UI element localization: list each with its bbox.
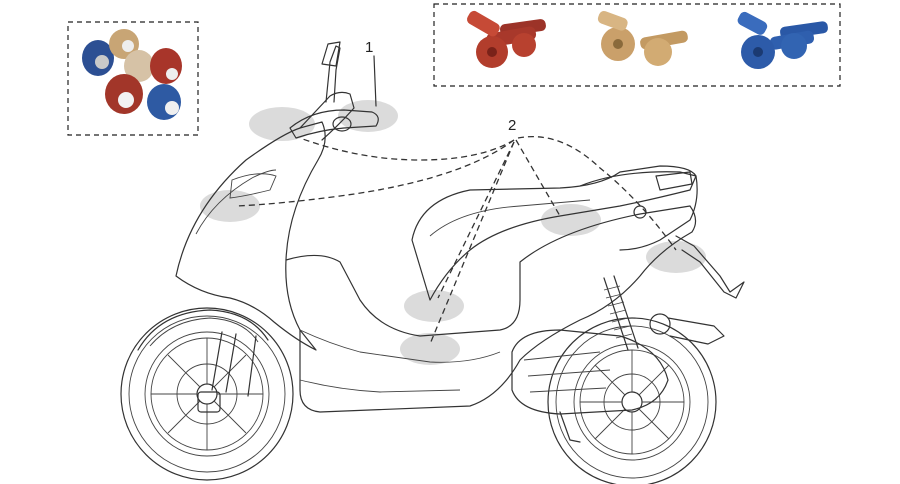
spot-handlebar-left xyxy=(249,107,315,141)
front-body xyxy=(175,121,326,351)
gold-screws-photo xyxy=(597,10,688,66)
brake-caliper xyxy=(197,391,221,413)
handlebar-grip-end xyxy=(332,116,352,132)
scooter-drawing xyxy=(120,41,745,484)
spot-handlebar-right xyxy=(338,100,398,132)
leader-2-front-panel xyxy=(235,139,515,207)
spot-floorboard-lower xyxy=(400,333,460,365)
callout-2-label: 2 xyxy=(508,117,516,134)
leader-2-rear xyxy=(517,135,677,251)
rear-body xyxy=(579,171,698,251)
license-bracket xyxy=(675,235,745,299)
rear-shock xyxy=(603,275,639,351)
kickstand xyxy=(559,411,581,443)
mirror xyxy=(321,41,341,67)
mirror-stem xyxy=(325,45,341,103)
leader-2-side-cover xyxy=(515,139,561,217)
weights-inset-frame xyxy=(67,21,199,136)
air-filter xyxy=(649,313,671,335)
weights-photo xyxy=(82,29,182,120)
front-fork xyxy=(211,331,257,397)
highlight-spots xyxy=(200,100,706,365)
handlebar xyxy=(289,109,379,139)
spot-rear-fender xyxy=(646,241,706,273)
rear-wheel xyxy=(547,317,717,484)
side-screw xyxy=(633,205,647,219)
leader-2-handlebar xyxy=(299,137,515,161)
spot-side-cover xyxy=(541,204,601,236)
leader-2-floor-lower xyxy=(429,141,515,345)
exhaust xyxy=(667,317,725,345)
leader-2-floor-upper xyxy=(437,141,515,299)
engine-swingarm xyxy=(511,329,669,415)
front-wheel xyxy=(120,307,294,481)
callout-1-label: 1 xyxy=(365,39,373,56)
screws-inset xyxy=(433,3,841,87)
spot-floorboard-upper xyxy=(404,290,464,322)
weights-inset xyxy=(67,21,199,136)
leader-1 xyxy=(373,55,377,107)
red-screws-photo xyxy=(466,10,546,68)
leader-lines xyxy=(235,55,677,345)
main-frame xyxy=(285,205,697,413)
blue-screws-photo xyxy=(737,11,828,69)
spot-front-panel xyxy=(200,190,260,222)
front-fender xyxy=(137,309,269,351)
seat xyxy=(411,165,697,301)
screws-inset-frame xyxy=(433,3,841,87)
tail-light xyxy=(655,171,693,191)
